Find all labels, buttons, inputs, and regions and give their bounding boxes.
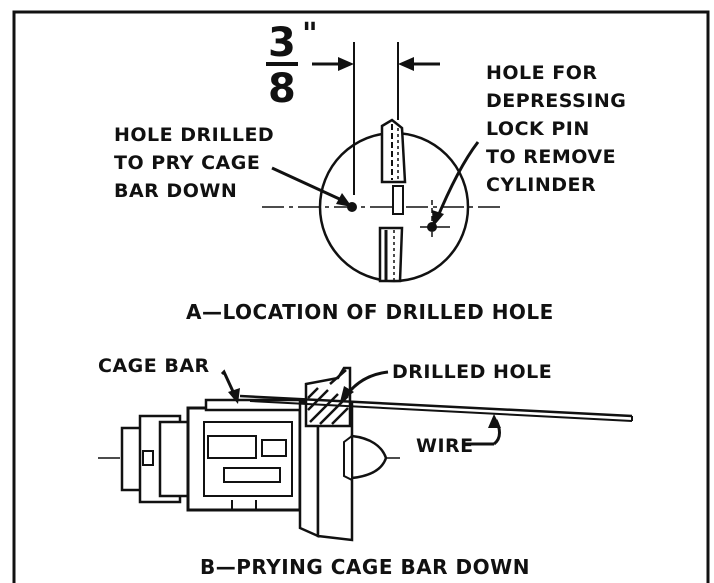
svg-text:BAR DOWN: BAR DOWN bbox=[114, 180, 237, 202]
label-drilled-hole: DRILLED HOLE bbox=[392, 361, 552, 383]
leader-lock-pin-hole bbox=[434, 141, 480, 222]
dimension-numerator: 3 bbox=[268, 20, 296, 66]
key-slot-upper bbox=[380, 118, 407, 184]
label-hole-depressing-lock-pin: HOLE FOR DEPRESSING LOCK PIN TO REMOVE C… bbox=[486, 62, 626, 196]
svg-text:HOLE FOR: HOLE FOR bbox=[486, 62, 598, 84]
label-cage-bar: CAGE BAR bbox=[98, 355, 210, 377]
svg-text:CYLINDER: CYLINDER bbox=[486, 174, 596, 196]
leader-cage-bar bbox=[220, 369, 238, 399]
label-hole-drilled: HOLE DRILLED TO PRY CAGE BAR DOWN bbox=[114, 124, 274, 202]
key-slot-lower bbox=[378, 226, 404, 283]
leader-drilled-hole bbox=[271, 166, 347, 204]
cylinder-nose bbox=[350, 434, 388, 480]
part-a-location-view: 3 8 " bbox=[114, 17, 626, 324]
arrowhead-right bbox=[398, 57, 414, 71]
dimension-denominator: 8 bbox=[268, 66, 296, 112]
dimension-three-eighths: 3 8 " bbox=[266, 17, 440, 195]
inch-mark: " bbox=[302, 17, 318, 52]
part-b-side-view: CAGE BAR DRILLED HOLE WIRE B—PRYING CAGE… bbox=[98, 355, 633, 579]
caption-a: A—LOCATION OF DRILLED HOLE bbox=[186, 300, 554, 324]
caption-b: B—PRYING CAGE BAR DOWN bbox=[200, 555, 530, 579]
key-slot-middle bbox=[392, 185, 404, 215]
label-wire: WIRE bbox=[416, 435, 474, 457]
svg-text:LOCK PIN: LOCK PIN bbox=[486, 118, 590, 140]
arrowhead-left bbox=[338, 57, 354, 71]
svg-text:HOLE DRILLED: HOLE DRILLED bbox=[114, 124, 274, 146]
wire bbox=[239, 394, 633, 418]
svg-text:DEPRESSING: DEPRESSING bbox=[486, 90, 626, 112]
housing-hatching bbox=[307, 369, 349, 425]
diagram-border bbox=[12, 10, 710, 583]
svg-text:TO REMOVE: TO REMOVE bbox=[486, 146, 616, 168]
svg-text:TO PRY CAGE: TO PRY CAGE bbox=[114, 152, 260, 174]
